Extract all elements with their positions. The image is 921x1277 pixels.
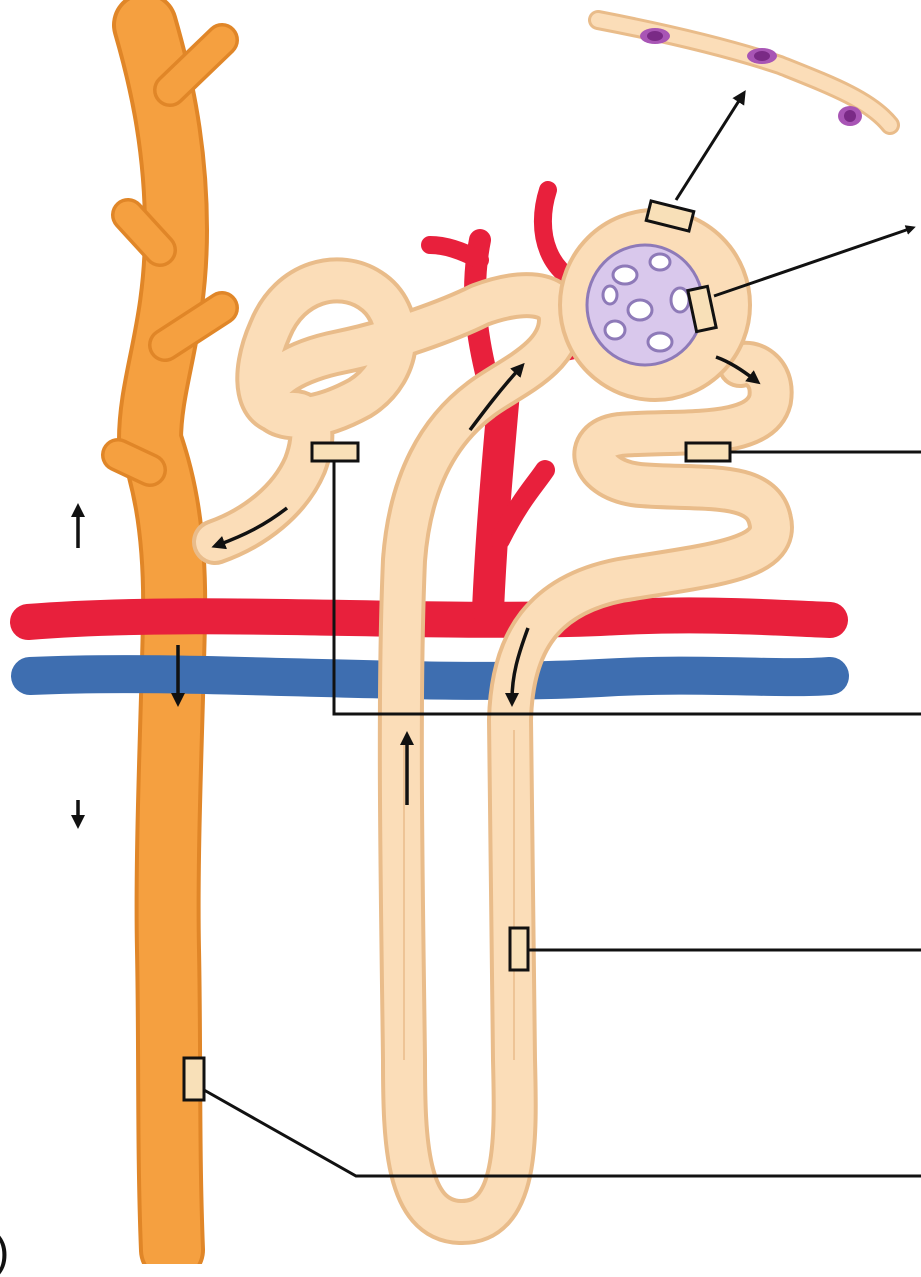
callout-marker-distal-tubule — [686, 443, 730, 461]
callout-arrow-bowmans-wall — [676, 96, 742, 200]
renal-corpuscle — [560, 210, 750, 400]
callout-marker-loop-of-henle — [510, 928, 528, 970]
callout-arrow-glomerulus — [714, 228, 912, 296]
podocyte-cell-layer — [598, 20, 890, 126]
collecting-duct — [118, 25, 222, 1250]
callout-marker-collecting-duct — [184, 1058, 204, 1100]
arcuate-artery — [28, 615, 830, 622]
callout-marker-proximal-tubule — [312, 443, 358, 461]
arcuate-vein — [30, 674, 830, 681]
corner-label-fragment: ) — [0, 1228, 9, 1274]
callout-line-collecting-duct — [204, 1090, 921, 1176]
